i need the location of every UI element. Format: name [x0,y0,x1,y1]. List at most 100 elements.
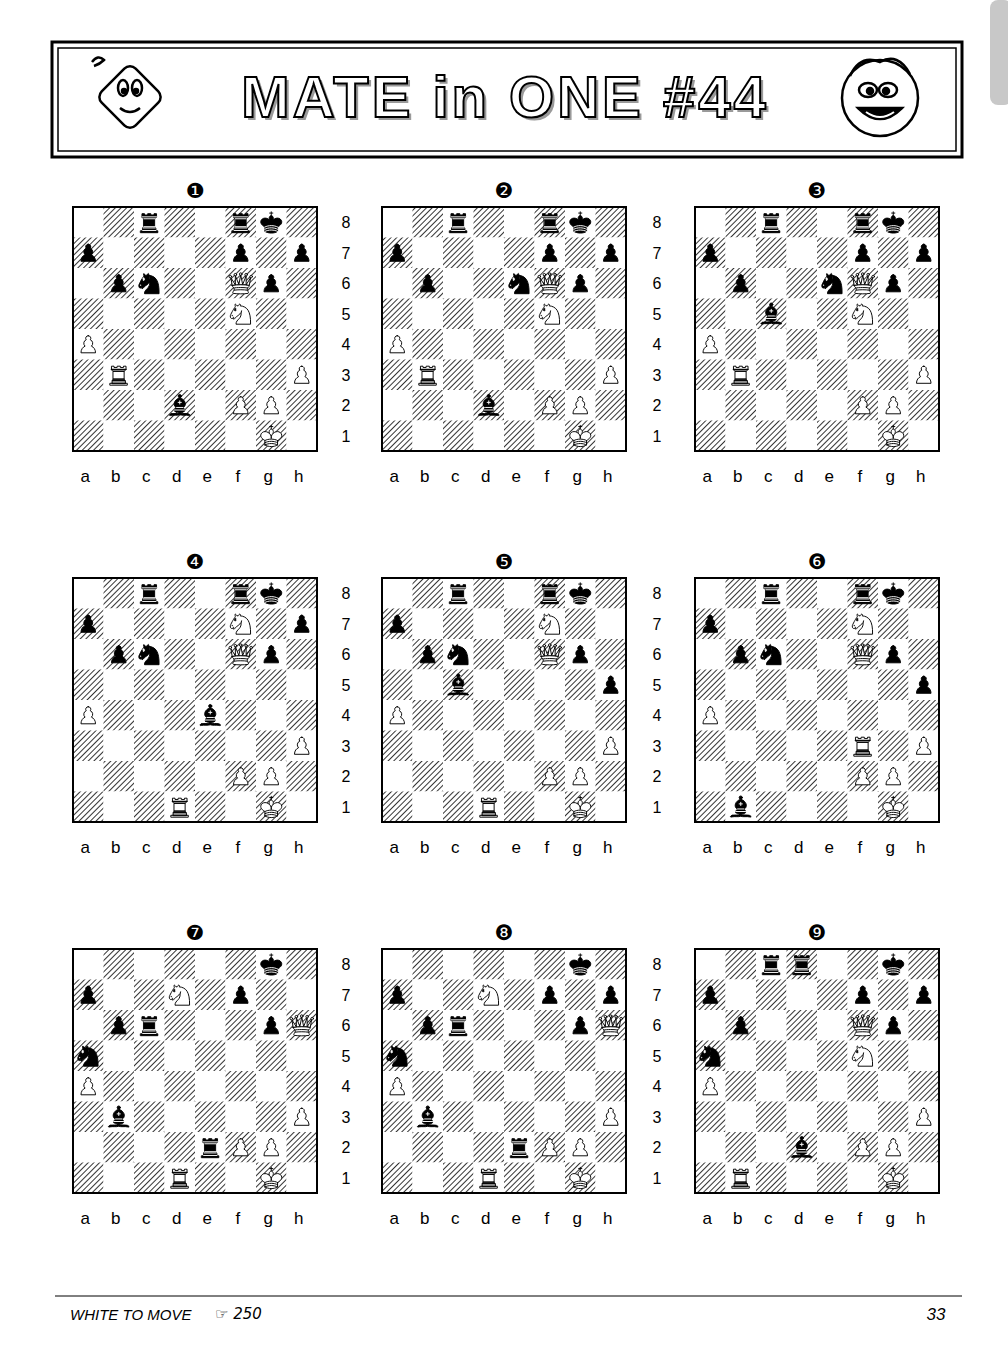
chess-piece [883,1167,904,1188]
light-square [165,609,196,640]
light-square [73,639,104,670]
light-square [817,1132,848,1163]
light-square [165,1163,196,1194]
rank-number: 4 [342,337,351,353]
light-square [504,639,535,670]
chess-piece [733,646,748,663]
light-square [134,390,165,421]
light-square [474,360,505,391]
chess-piece [261,796,282,817]
file-letter: a [81,839,90,856]
light-square [596,238,627,269]
light-square [756,1010,787,1041]
chess-piece [420,646,435,663]
file-letter: a [81,1210,90,1227]
chess-piece [232,585,249,604]
light-square [104,238,135,269]
dark-square [878,1041,909,1072]
chess-piece [232,214,249,233]
chess-piece [111,275,126,292]
dark-square [817,731,848,762]
rank-number: 4 [342,1079,351,1095]
light-square [565,207,596,238]
dark-square [195,792,226,823]
light-square [817,329,848,360]
light-square [443,1132,474,1163]
file-letter: d [794,839,803,856]
dark-square [443,1102,474,1133]
dark-square [756,609,787,640]
light-square [909,731,940,762]
dark-square [73,609,104,640]
light-square [134,700,165,731]
diagram-number: ❷ [495,181,514,202]
chess-piece [852,1046,872,1066]
chess-piece [733,275,748,292]
dark-square [726,390,757,421]
light-square [195,390,226,421]
file-letter: c [142,839,151,856]
chess-piece [141,1017,158,1036]
dark-square [73,980,104,1011]
dark-square [73,670,104,701]
file-letter: e [825,839,834,856]
dark-square [104,268,135,299]
light-square [256,390,287,421]
chess-piece [387,1046,407,1066]
dark-square [134,360,165,391]
light-square [413,792,444,823]
dark-square [474,390,505,421]
dark-square [878,980,909,1011]
chess-piece [478,985,498,1005]
rank-number: 3 [653,368,662,384]
dark-square [382,1102,413,1133]
dark-square [878,238,909,269]
light-square [848,1041,879,1072]
chess-piece [855,986,870,1003]
dark-square [535,329,566,360]
dark-square [848,578,879,609]
light-square [848,731,879,762]
light-square [596,670,627,701]
chess-piece [703,1078,718,1095]
light-square [165,421,196,452]
light-square [256,268,287,299]
chess-piece [541,214,558,233]
light-square [73,949,104,980]
light-square [413,421,444,452]
light-square [909,980,940,1011]
dark-square [226,207,257,238]
chess-piece [603,986,618,1003]
dark-square [878,1163,909,1194]
light-square [256,1071,287,1102]
light-square [134,207,165,238]
light-square [695,949,726,980]
dark-square [787,949,818,980]
chess-piece [478,394,499,415]
light-square [256,1132,287,1163]
chess-piece [791,1136,812,1157]
light-square [165,980,196,1011]
dark-square [695,792,726,823]
dark-square [726,329,757,360]
light-square [104,792,135,823]
chess-piece [171,1169,188,1188]
dark-square [73,421,104,452]
light-square [726,670,757,701]
file-letter: d [481,1210,490,1227]
dark-square [535,639,566,670]
file-letter: f [235,468,240,485]
chess-piece [886,275,901,292]
light-square [195,578,226,609]
dark-square [817,670,848,701]
dark-square [565,731,596,762]
file-letter: g [573,839,582,856]
chess-piece [538,273,561,294]
light-square [878,1132,909,1163]
chess-piece [732,1169,749,1188]
dark-square [909,1010,940,1041]
file-letter: h [294,839,303,856]
light-square [726,609,757,640]
light-square [817,700,848,731]
dark-square [787,761,818,792]
